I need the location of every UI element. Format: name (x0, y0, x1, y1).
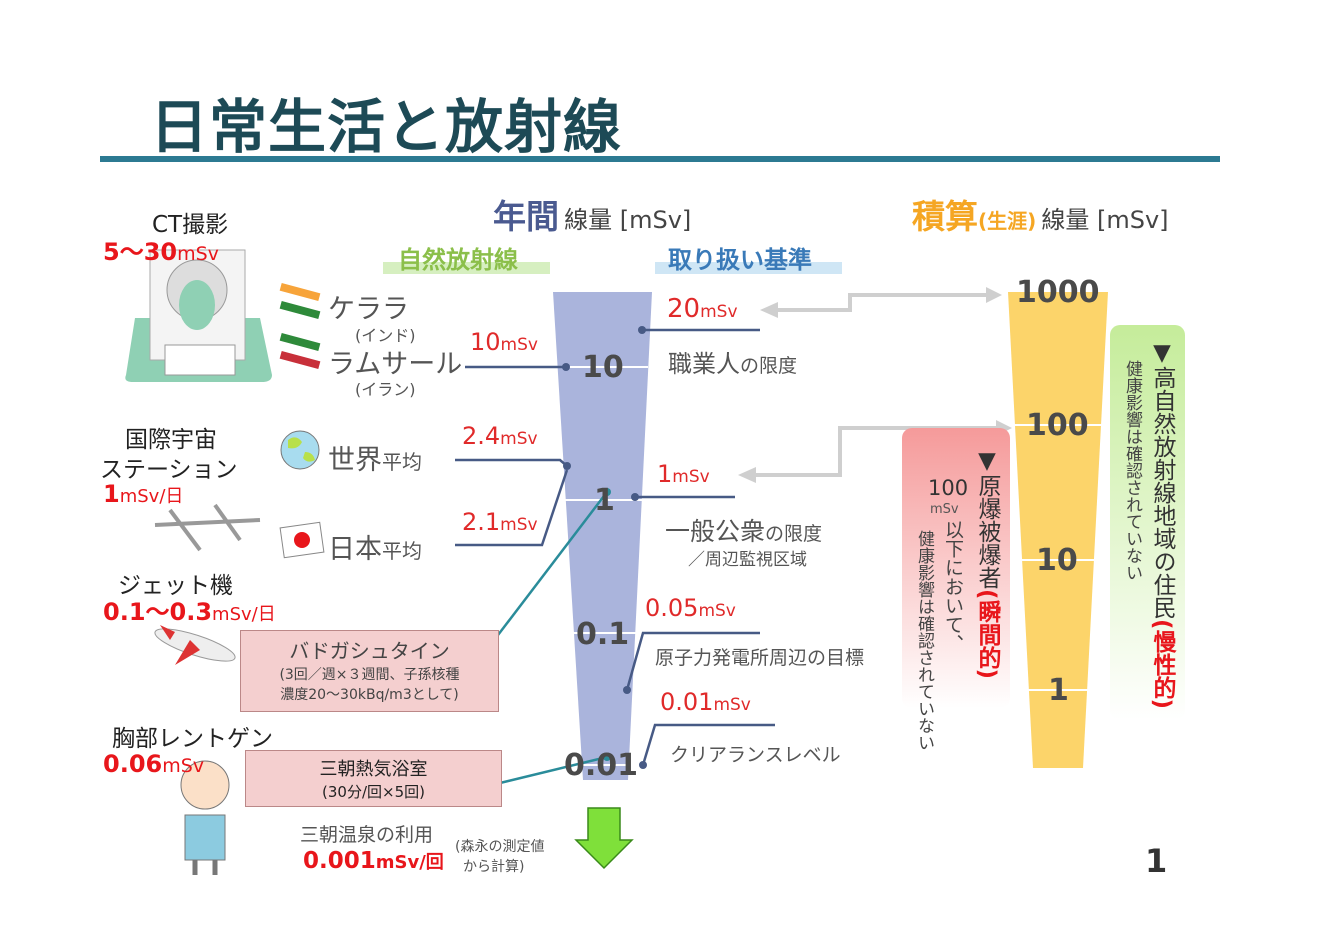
high-natural-note: 健康影響は確認されていない (1122, 360, 1142, 581)
down-arrow-icon (574, 807, 634, 870)
badgastein-box: バドガシュタイン (3回／週×３週間、子孫核種 濃度20〜30kBq/m3として… (240, 630, 499, 712)
xray-value: 0.06mSv (103, 750, 205, 778)
standard-label: 取り扱い基準 (668, 246, 812, 274)
ct-label: CT撮影 (152, 212, 229, 238)
world-label: 世界平均 (328, 445, 422, 476)
clearance-value: 0.01mSv (660, 688, 751, 716)
misasa-spring-label: 三朝温泉の利用 (300, 824, 434, 846)
annual-tick: 1 (594, 483, 615, 518)
iss-label: 国際宇宙 (125, 427, 217, 453)
iss-value: 1mSv/日 (103, 480, 184, 508)
atomic-heading: ▼原爆被爆者(瞬間的) (974, 448, 1000, 680)
atomic-num: 100 (928, 476, 969, 500)
annual-tick: 0.1 (576, 617, 630, 652)
world-value: 2.4mSv (462, 422, 538, 450)
annual-tick: 0.01 (564, 748, 639, 783)
high-natural-heading: ▼高自然放射線地域の住民(慢性的) (1149, 340, 1175, 710)
ct-value: 5〜30mSv (103, 238, 219, 266)
jet-value: 0.1〜0.3mSv/日 (103, 598, 276, 626)
misasa-spring-value: 0.001mSv/回 (303, 848, 444, 874)
lifetime-tick: 1 (1048, 673, 1069, 708)
japan-flag-icon (279, 521, 325, 559)
jet-label: ジェット機 (118, 573, 233, 599)
kerala-country: (インド) (355, 326, 416, 345)
ramsar-country: (イラン) (355, 380, 416, 399)
atomic-panel (902, 428, 1010, 708)
annual-tick: 10 (582, 350, 624, 385)
xray-label: 胸部レントゲン (112, 726, 273, 752)
page-title: 日常生活と放射線 (150, 93, 623, 161)
ramsar-label: ラムサール (328, 349, 463, 380)
globe-icon (280, 430, 320, 470)
japan-label: 日本平均 (328, 534, 422, 565)
lifetime-tick: 100 (1026, 408, 1089, 443)
iss-label-2: ステーション (100, 457, 238, 483)
airplane-icon (154, 625, 236, 665)
worker-label: 職業人の限度 (668, 350, 798, 378)
npp-label: 原子力発電所周辺の目標 (655, 647, 865, 669)
clearance-label: クリアランスレベル (670, 744, 841, 766)
lifetime-funnel (1008, 292, 1108, 768)
annual-gridlines (560, 366, 648, 766)
ramsar-value: 10mSv (470, 328, 538, 356)
atomic-note-2: 健康影響は確認されていない (914, 530, 934, 751)
leader-lines (455, 328, 775, 766)
misasa-bath-box: 三朝熱気浴室 (30分/回×5回) (245, 750, 502, 807)
japan-value: 2.1mSv (462, 508, 538, 536)
npp-value: 0.05mSv (645, 594, 736, 622)
misasa-note-2: から計算) (463, 859, 525, 875)
atomic-note-1: 以下において、 (942, 520, 964, 653)
public-sub: ／周辺監視区域 (688, 550, 807, 570)
public-label: 一般公衆の限度 (665, 517, 823, 546)
iss-icon (154, 503, 261, 552)
lifetime-header: 積算(生涯) 線量 [mSv] (912, 197, 1169, 236)
lifetime-tick: 10 (1036, 543, 1078, 578)
lifetime-tick: 1000 (1016, 275, 1100, 310)
title-rule (100, 156, 1220, 162)
annual-header: 年間 線量 [mSv] (493, 197, 692, 236)
kerala-label: ケララ (328, 294, 409, 325)
ct-scanner-icon (125, 249, 272, 382)
high-natural-panel (1110, 325, 1185, 720)
person-xray-icon (180, 760, 230, 875)
page-number: 1 (1145, 842, 1168, 880)
annual-funnel (553, 292, 652, 780)
public-value: 1mSv (657, 460, 710, 488)
misasa-note: (森永の測定値 (455, 839, 545, 855)
worker-value: 20mSv (667, 294, 738, 324)
natural-radiation-label: 自然放射線 (398, 246, 518, 274)
atomic-unit: mSv (930, 502, 959, 517)
india-flag-icon (279, 282, 321, 320)
iran-flag-icon (279, 332, 321, 370)
